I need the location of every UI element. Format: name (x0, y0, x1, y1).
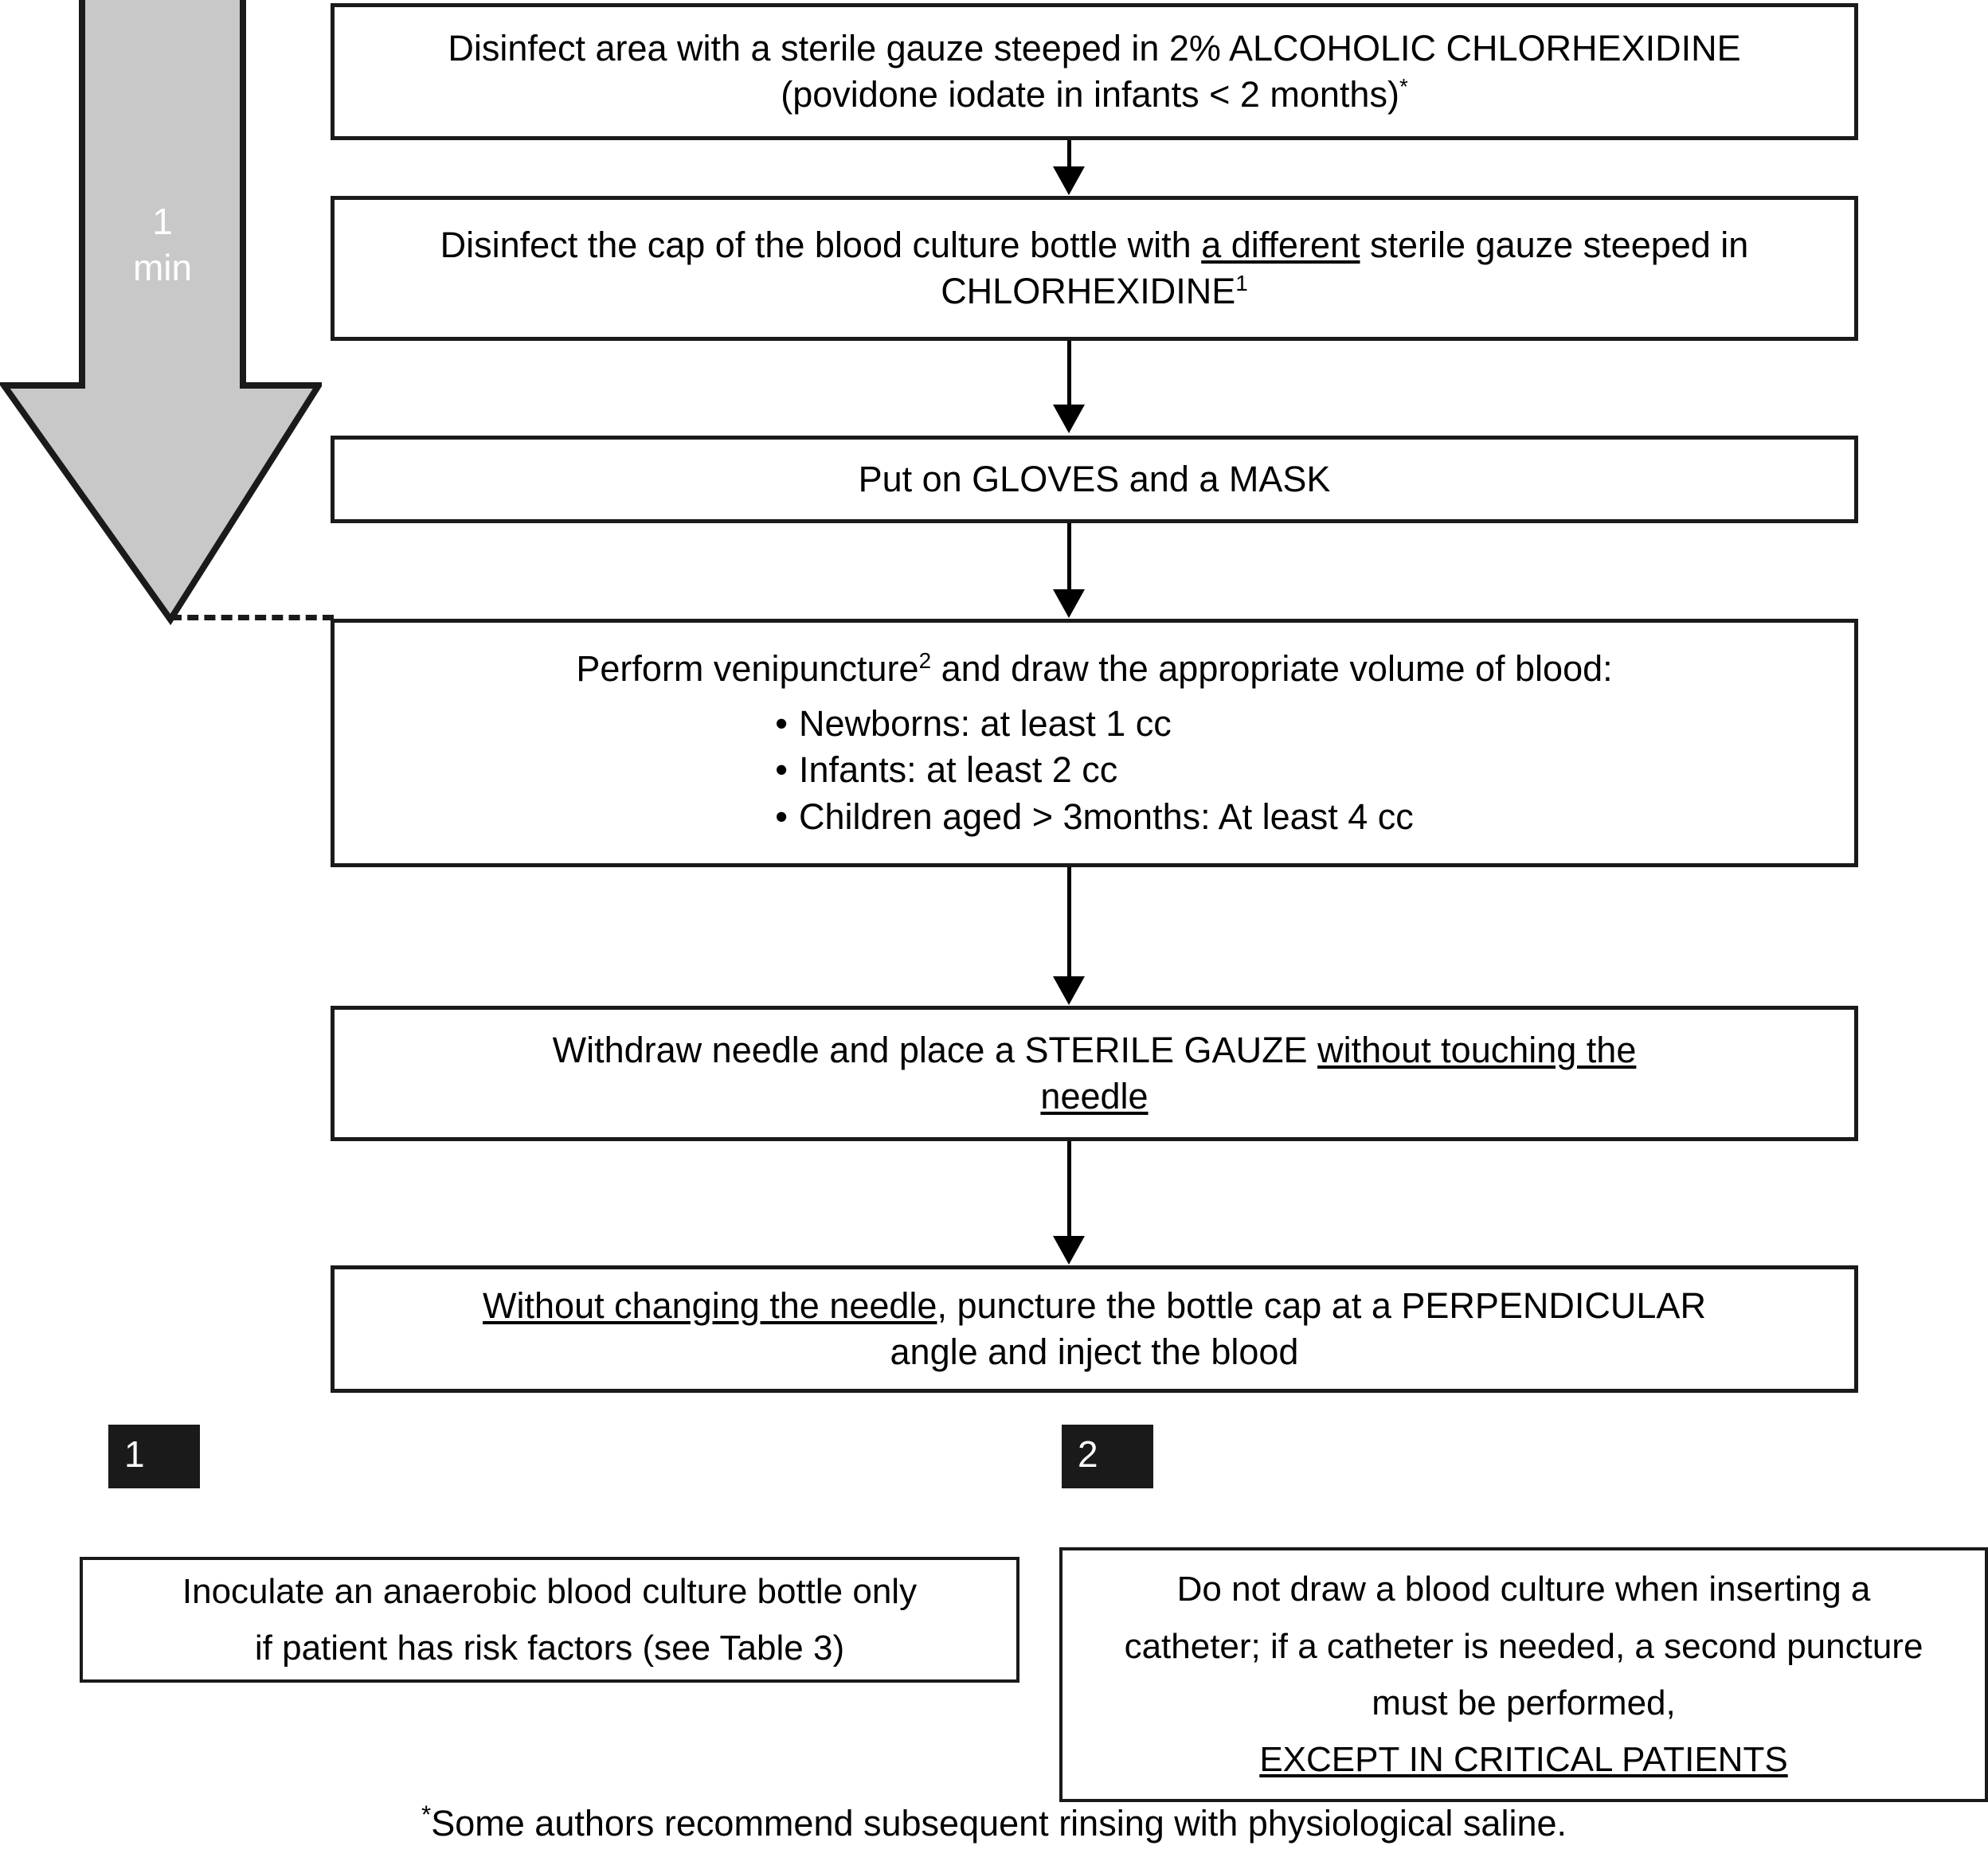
step-disinfect-cap-text: Disinfect the cap of the blood culture b… (420, 222, 1770, 315)
step-disinfect-area-text: Disinfect area with a sterile gauze stee… (427, 25, 1761, 119)
note1-line1: Inoculate an anaerobic blood culture bot… (182, 1571, 918, 1611)
note2-emphasis: EXCEPT IN CRITICAL PATIENTS (1259, 1740, 1788, 1780)
note-catheter-box: Do not draw a blood culture when inserti… (1059, 1547, 1988, 1802)
step2-line2: CHLORHEXIDINE (941, 271, 1236, 311)
step1-asterisk-marker: * (1399, 74, 1408, 99)
note-catheter-text: Do not draw a blood culture when inserti… (1104, 1561, 1944, 1788)
connector-1-2 (1067, 140, 1071, 169)
footnote-badge-1: 1 (108, 1425, 200, 1488)
step-venipuncture-box: Perform venipuncture2 and draw the appro… (331, 619, 1858, 867)
connector-1-2-arrowhead (1053, 166, 1085, 195)
step6-emphasis: Without changing the needle (483, 1284, 937, 1326)
step-withdraw-needle-text: Withdraw needle and place a STERILE GAUZ… (532, 1027, 1657, 1120)
footnote-badge-2-label: 2 (1078, 1433, 1098, 1475)
step-gloves-mask-box: Put on GLOVES and a MASK (331, 436, 1858, 523)
footnote-badge-2: 2 (1062, 1425, 1153, 1488)
step5-emphasis-2: needle (1040, 1076, 1149, 1116)
connector-4-5-arrowhead (1053, 976, 1085, 1005)
asterisk-marker: * (421, 1800, 432, 1828)
dashed-connector-line (170, 615, 334, 620)
step-withdraw-needle-box: Withdraw needle and place a STERILE GAUZ… (331, 1006, 1858, 1141)
step4-footnote-marker: 2 (918, 648, 932, 673)
step4-lead-pre: Perform venipuncture (576, 648, 919, 689)
connector-5-6 (1067, 1141, 1071, 1238)
footnote-badge-1-label: 1 (124, 1433, 145, 1475)
step5-emphasis-1: without touching the (1317, 1029, 1637, 1070)
step-disinfect-cap-box: Disinfect the cap of the blood culture b… (331, 196, 1858, 341)
step5-line1-pre: Withdraw needle and place a STERILE GAUZ… (552, 1029, 1318, 1070)
step-gloves-mask-text: Put on GLOVES and a MASK (858, 458, 1331, 499)
note1-line2: if patient has risk factors (see Table 3… (254, 1629, 845, 1668)
step6-line1-post: , puncture the bottle cap at a PERPENDIC… (937, 1284, 1706, 1326)
step4-lead-post: and draw the appropriate volume of blood… (931, 648, 1613, 689)
step1-line2: (povidone iodate in infants < 2 months) (781, 74, 1399, 115)
step2-footnote-marker: 1 (1235, 271, 1248, 295)
step-inject-blood-box: Without changing the needle, puncture th… (331, 1265, 1858, 1393)
step-venipuncture-text: Perform venipuncture2 and draw the appro… (555, 646, 1633, 840)
connector-3-4-arrowhead (1053, 589, 1085, 618)
note2-line1: Do not draw a blood culture when inserti… (1176, 1570, 1871, 1609)
timing-arrow (0, 0, 322, 626)
step2-emphasis: a different (1201, 224, 1360, 265)
asterisk-footnote-text: Some authors recommend subsequent rinsin… (431, 1803, 1567, 1844)
list-item: Children aged > 3months: At least 4 cc (775, 794, 1414, 841)
list-item: Newborns: at least 1 cc (775, 701, 1413, 748)
timing-arrow-unit: min (132, 246, 193, 288)
connector-5-6-arrowhead (1053, 1236, 1085, 1265)
note2-line2: catheter; if a catheter is needed, a sec… (1124, 1626, 1923, 1666)
step-disinfect-area-box: Disinfect area with a sterile gauze stee… (331, 3, 1858, 140)
connector-2-3-arrowhead (1053, 405, 1085, 433)
connector-2-3 (1067, 341, 1071, 406)
step2-line1-post: sterile gauze steeped in (1360, 224, 1749, 265)
list-item: Infants: at least 2 cc (775, 747, 1413, 794)
step4-lead-line: Perform venipuncture2 and draw the appro… (576, 646, 1612, 693)
asterisk-footnote: *Some authors recommend subsequent rinsi… (0, 1800, 1988, 1844)
step1-line1: Disinfect area with a sterile gauze stee… (448, 27, 1741, 68)
connector-3-4 (1067, 523, 1071, 592)
step4-bullet-list: Newborns: at least 1 cc Infants: at leas… (775, 701, 1414, 841)
timing-arrow-label: 1 min (82, 199, 243, 291)
timing-arrow-value: 1 (152, 201, 173, 242)
step6-line2: angle and inject the blood (890, 1331, 1299, 1372)
step2-line1-pre: Disinfect the cap of the blood culture b… (440, 224, 1202, 265)
note-anaerobic-bottle-box: Inoculate an anaerobic blood culture bot… (80, 1557, 1019, 1683)
note2-line3: must be performed, (1372, 1683, 1676, 1722)
note-anaerobic-bottle-text: Inoculate an anaerobic blood culture bot… (162, 1563, 937, 1677)
step-inject-blood-text: Without changing the needle, puncture th… (462, 1283, 1727, 1376)
connector-4-5 (1067, 867, 1071, 979)
